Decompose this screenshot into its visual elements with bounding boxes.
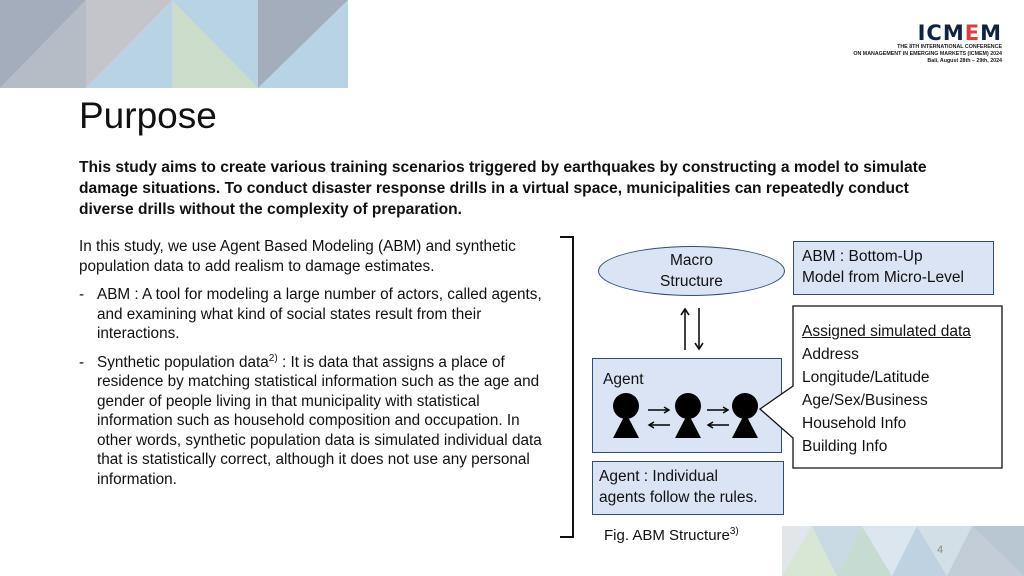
page-number: 4 xyxy=(937,544,944,556)
macro-structure-ellipse: Macro Structure xyxy=(598,246,785,296)
slide-title: Purpose xyxy=(79,95,217,136)
body-text: In this study, we use Agent Based Modeli… xyxy=(79,237,557,498)
agent-person-icon xyxy=(613,393,639,438)
assigned-data-list: Assigned simulated data Address Longitud… xyxy=(802,320,998,458)
figure-caption: Fig. ABM Structure3) xyxy=(604,526,739,545)
abm-box-line-1: ABM : Bottom-Up xyxy=(802,248,923,265)
logo-line-1: THE 8TH INTERNATIONAL CONFERENCE xyxy=(897,44,1002,50)
logo-line-2: ON MANAGEMENT IN EMERGING MARKETS (ICMEM… xyxy=(853,51,1002,57)
bullet-synthetic-lead: Synthetic population data xyxy=(97,353,269,371)
intro-paragraph: This study aims to create various traini… xyxy=(79,159,927,218)
bullet-dash: - xyxy=(79,286,85,303)
interaction-arrows-icon xyxy=(647,406,730,429)
assigned-data-item: Address xyxy=(802,346,859,363)
macro-label-line-2: Structure xyxy=(660,273,723,290)
bullet-synthetic-text: : It is data that assigns a place of res… xyxy=(97,353,542,488)
right-bracket xyxy=(560,236,574,538)
agent-rules-box: Agent : Individual agents follow the rul… xyxy=(592,461,784,515)
bullet-synthetic-population: - Synthetic population data2) : It is da… xyxy=(79,353,557,490)
bullet-abm-text: ABM : A tool for modeling a large number… xyxy=(97,286,542,342)
agent-box: Agent xyxy=(592,358,782,453)
decorative-triangle-banner xyxy=(0,0,348,88)
up-down-arrows-icon xyxy=(680,307,704,351)
abm-bottom-up-box: ABM : Bottom-Up Model from Micro-Level xyxy=(793,241,994,295)
abm-box-line-2: Model from Micro-Level xyxy=(802,269,964,286)
study-paragraph: In this study, we use Agent Based Modeli… xyxy=(79,238,516,275)
assigned-data-item: Building Info xyxy=(802,438,888,455)
macro-label-line-1: Macro xyxy=(669,252,714,269)
agent-rules-line-1: Agent : Individual xyxy=(599,468,718,485)
agent-rules-line-2: agents follow the rules. xyxy=(599,489,758,506)
figure-caption-text: Fig. ABM Structure xyxy=(604,527,730,544)
agent-person-icon xyxy=(732,393,758,438)
agent-label: Agent xyxy=(603,371,644,388)
decorative-triangle-footer xyxy=(782,526,1024,576)
logo-wordmark: ICMEM xyxy=(917,21,1002,45)
callout-shape xyxy=(758,305,1003,469)
logo-line-3: Bali, August 28th – 29th, 2024 xyxy=(927,58,1002,64)
figure-caption-sup: 3) xyxy=(729,526,739,537)
assigned-data-item: Longitude/Latitude xyxy=(802,369,930,386)
bullet-dash: - xyxy=(79,353,85,371)
conference-logo: ICMEM THE 8TH INTERNATIONAL CONFERENCE O… xyxy=(812,22,1002,65)
assigned-data-heading: Assigned simulated data xyxy=(802,323,971,340)
bullet-synthetic-sup: 2) xyxy=(268,352,278,364)
assigned-data-item: Household Info xyxy=(802,415,907,432)
assigned-data-item: Age/Sex/Business xyxy=(802,392,928,409)
agent-person-icon xyxy=(675,393,701,438)
bullet-abm: - ABM : A tool for modeling a large numb… xyxy=(79,285,557,344)
agent-interaction-figure xyxy=(613,393,758,438)
